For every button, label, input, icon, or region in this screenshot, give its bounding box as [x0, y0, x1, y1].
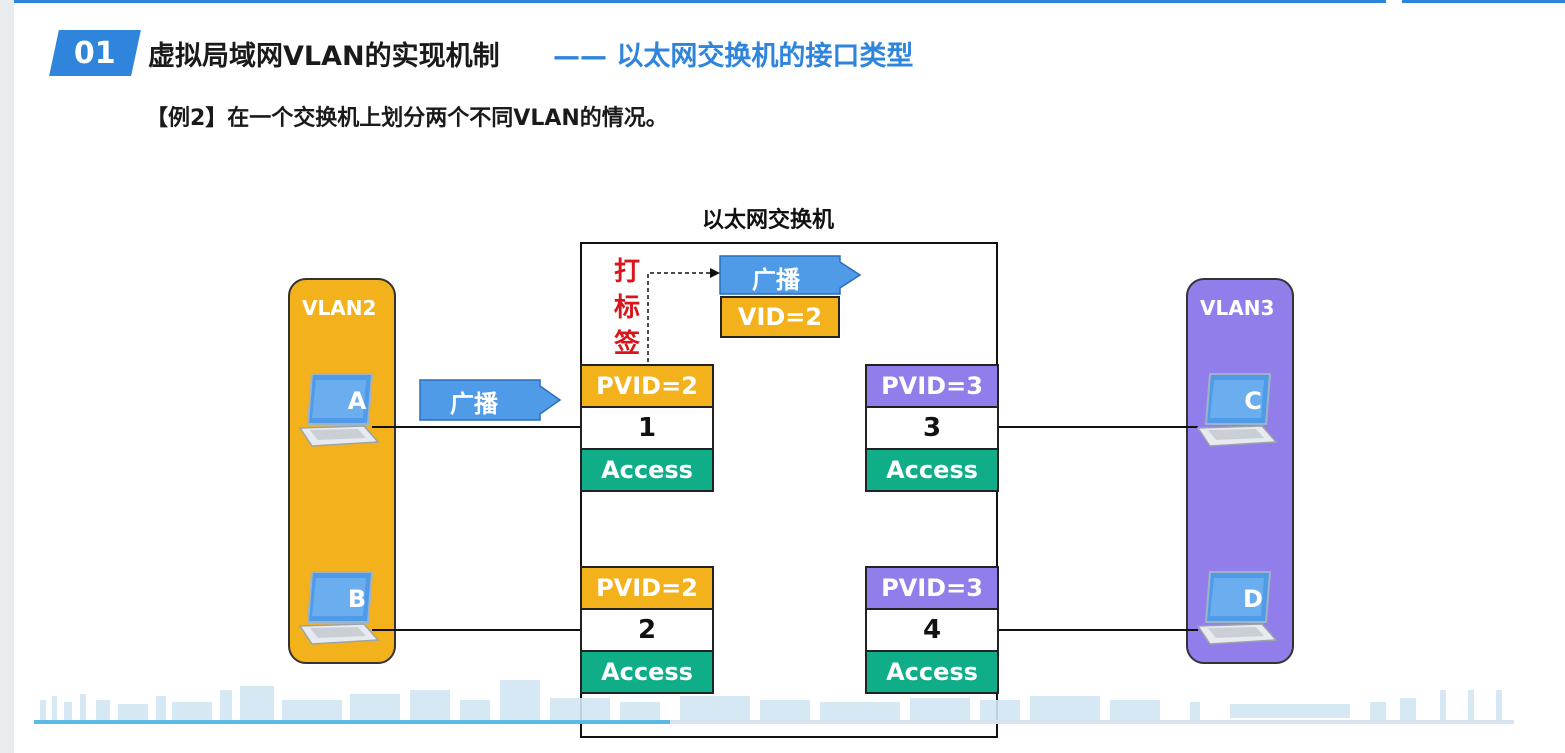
arrow-right-icon — [419, 379, 562, 421]
port-pvid: PVID=2 — [582, 366, 712, 408]
host-label-A: A — [347, 387, 367, 415]
page-subtitle: —— 以太网交换机的接口类型 — [553, 41, 914, 72]
host-label-C: C — [1244, 387, 1262, 415]
port-number: 2 — [582, 610, 712, 652]
vid-tag: VID=2 — [720, 296, 840, 338]
switch-port-4: PVID=3 4 Access — [865, 566, 999, 694]
vlan2-label: VLAN2 — [302, 296, 377, 320]
arrow-right-icon — [719, 255, 862, 295]
port-pvid: PVID=3 — [867, 366, 997, 408]
broadcast-label: 广播 — [450, 390, 498, 418]
waveform-decoration — [40, 680, 1502, 720]
page-title: 虚拟局域网VLAN的实现机制 — [148, 41, 500, 72]
tag-action-label: 打标签 — [613, 257, 640, 359]
host-label-D: D — [1243, 585, 1263, 613]
port-mode: Access — [867, 450, 997, 490]
port-pvid: PVID=3 — [867, 568, 997, 610]
port-number: 3 — [867, 408, 997, 450]
switch-port-3: PVID=3 3 Access — [865, 364, 999, 492]
port-pvid: PVID=2 — [582, 568, 712, 610]
host-label-B: B — [347, 585, 367, 613]
vlan3-label: VLAN3 — [1200, 296, 1275, 320]
port-mode: Access — [582, 652, 712, 692]
port-number: 4 — [867, 610, 997, 652]
video-progress-fill[interactable] — [34, 720, 671, 724]
broadcast-tagged-label: 广播 — [752, 266, 800, 294]
port-mode: Access — [867, 652, 997, 692]
example-caption: 【例2】在一个交换机上划分两个不同VLAN的情况。 — [146, 106, 668, 131]
switch-title: 以太网交换机 — [702, 208, 835, 233]
port-number: 1 — [582, 408, 712, 450]
video-progress-track[interactable] — [34, 720, 1514, 724]
top-accent-bar — [14, 0, 1386, 3]
port-mode: Access — [582, 450, 712, 490]
top-accent-bar-right — [1402, 0, 1565, 3]
dashed-arrow-icon — [647, 272, 710, 362]
switch-port-1: PVID=2 1 Access — [580, 364, 714, 492]
switch-port-2: PVID=2 2 Access — [580, 566, 714, 694]
